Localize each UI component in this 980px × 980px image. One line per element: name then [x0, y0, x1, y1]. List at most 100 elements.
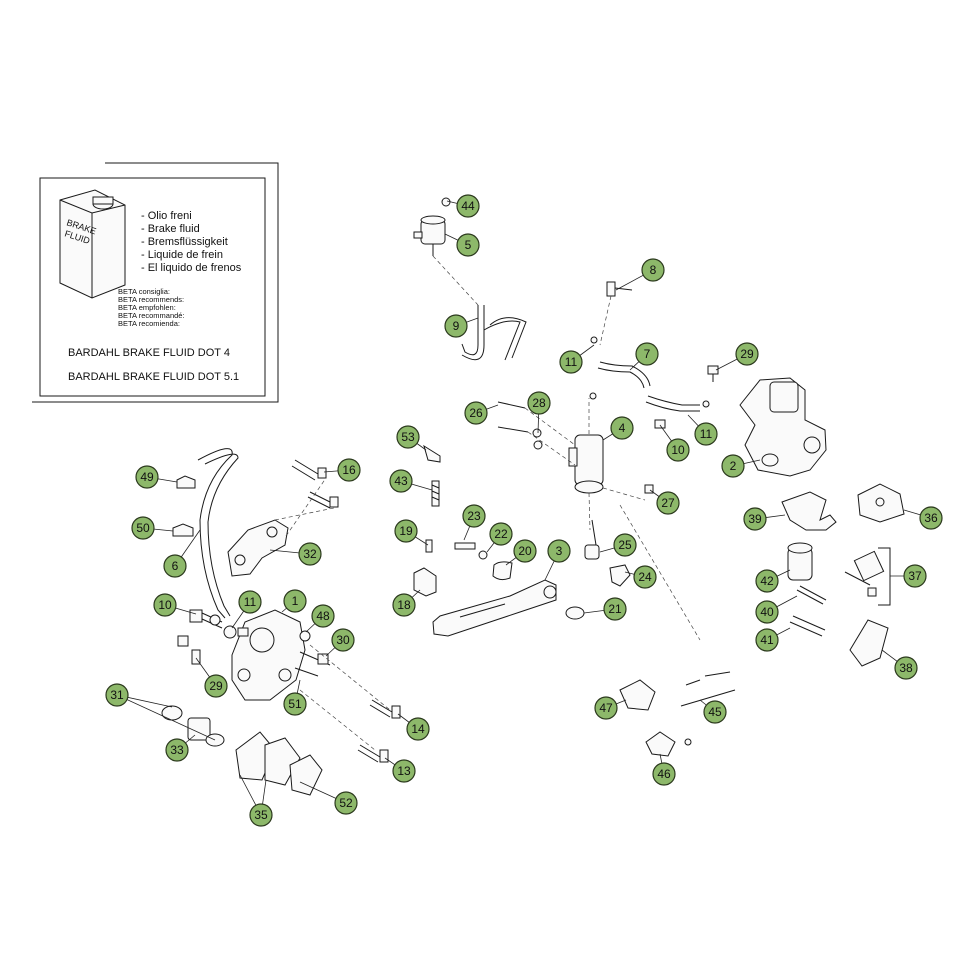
- callout-number: 4: [619, 421, 626, 435]
- callout-number: 24: [638, 570, 652, 584]
- callout-number: 6: [172, 559, 179, 573]
- callout-marker: [456, 233, 480, 257]
- callout-number: 43: [394, 474, 408, 488]
- callout-number: 53: [401, 430, 415, 444]
- caliper-bracket-part: [227, 519, 289, 577]
- callout-marker: [755, 569, 779, 593]
- bleed-valve-part: [707, 365, 719, 382]
- callout-number: 33: [170, 743, 184, 757]
- pin-part: [789, 615, 826, 637]
- callout-marker: [721, 454, 745, 478]
- rear-brake-assembly: [413, 197, 827, 531]
- callout-marker: [283, 692, 307, 716]
- fitting-part: [599, 281, 633, 346]
- callout-number: 46: [657, 767, 671, 781]
- callout-number: 31: [110, 688, 124, 702]
- callout-number: 35: [254, 808, 268, 822]
- callout-marker: [131, 516, 155, 540]
- callout-marker: [394, 519, 418, 543]
- callout-marker: [489, 522, 513, 546]
- callout-marker: [603, 597, 627, 621]
- spring-plate-part: [423, 444, 441, 463]
- recommends-fr: BETA recommandé:: [118, 311, 185, 320]
- callout-marker: [204, 674, 228, 698]
- front-pads-part: [235, 731, 323, 796]
- callout-marker: [610, 416, 634, 440]
- callout-marker: [396, 425, 420, 449]
- callout-marker: [513, 539, 537, 563]
- recommends-es: BETA recomienda:: [118, 319, 180, 328]
- callout-marker: [334, 791, 358, 815]
- callout-marker: [755, 628, 779, 652]
- fluid-name-it: - Olio freni: [141, 210, 192, 222]
- callout-number: 52: [339, 796, 353, 810]
- pad-guard-part: [781, 491, 837, 531]
- callout-number: 29: [740, 347, 754, 361]
- callout-number: 16: [342, 463, 356, 477]
- product-dot4: BARDAHL BRAKE FLUID DOT 4: [68, 347, 230, 359]
- callout-number: 19: [399, 524, 413, 538]
- callout-number: 50: [136, 521, 150, 535]
- callout-marker: [392, 593, 416, 617]
- callout-number: 11: [565, 355, 578, 369]
- callout-marker: [105, 683, 129, 707]
- callout-marker: [559, 350, 583, 374]
- callout-number: 23: [467, 509, 481, 523]
- guard-part: [645, 731, 692, 757]
- callout-number: 7: [644, 347, 651, 361]
- callout-marker: [392, 759, 416, 783]
- callout-number: 48: [316, 609, 330, 623]
- callout-marker: [456, 194, 480, 218]
- callout-marker: [635, 342, 659, 366]
- recommends-en: BETA recommends:: [118, 295, 184, 304]
- callout-marker: [903, 564, 927, 588]
- callout-number: 27: [661, 496, 675, 510]
- pad-guard-part: [857, 483, 905, 523]
- return-spring-part: [431, 480, 440, 507]
- callout-number: 44: [461, 199, 475, 213]
- bushing-part: [787, 542, 813, 581]
- callout-marker: [594, 696, 618, 720]
- callout-number: 14: [411, 722, 425, 736]
- master-cylinder-part: [568, 398, 646, 531]
- callout-number: 13: [397, 764, 411, 778]
- callout-marker: [694, 422, 718, 446]
- callout-marker: [755, 600, 779, 624]
- callout-marker: [238, 590, 262, 614]
- callout-number: 38: [899, 661, 913, 675]
- callout-marker: [283, 589, 307, 613]
- callout-number: 1: [292, 594, 299, 608]
- callout-number: 22: [494, 527, 508, 541]
- callout-number: 11: [700, 427, 713, 441]
- callout-marker: [613, 533, 637, 557]
- brake-fluid-legend: BRAKE FLUID - Olio freni - Brake fluid -…: [32, 162, 279, 403]
- callout-marker: [547, 539, 571, 563]
- callout-number: 25: [618, 538, 632, 552]
- callout-number: 47: [599, 701, 613, 715]
- callout-number: 26: [469, 406, 483, 420]
- callout-marker: [652, 762, 676, 786]
- callout-number: 8: [650, 263, 657, 277]
- callout-marker: [641, 258, 665, 282]
- pushrod-part: [565, 519, 631, 620]
- callout-marker: [249, 803, 273, 827]
- callout-number: 40: [760, 605, 774, 619]
- callout-leader: [116, 694, 216, 741]
- reservoir-part: [413, 197, 451, 256]
- callout-number: 39: [748, 512, 762, 526]
- callout-number: 32: [303, 547, 317, 561]
- callout-number: 37: [908, 569, 922, 583]
- callout-marker: [656, 491, 680, 515]
- callout-number: 42: [760, 574, 774, 588]
- callout-marker: [919, 506, 943, 530]
- recommends-de: BETA empfohlen:: [118, 303, 176, 312]
- callout-marker: [703, 700, 727, 724]
- callout-number: 5: [465, 238, 472, 252]
- pivot-bracket-part: [413, 539, 437, 597]
- rear-caliper-part: [739, 377, 827, 477]
- callout-marker: [163, 554, 187, 578]
- brake-pad-set-part: [844, 547, 891, 606]
- callout-number: 10: [158, 598, 172, 612]
- callout-marker: [298, 542, 322, 566]
- callout-number: 36: [924, 511, 938, 525]
